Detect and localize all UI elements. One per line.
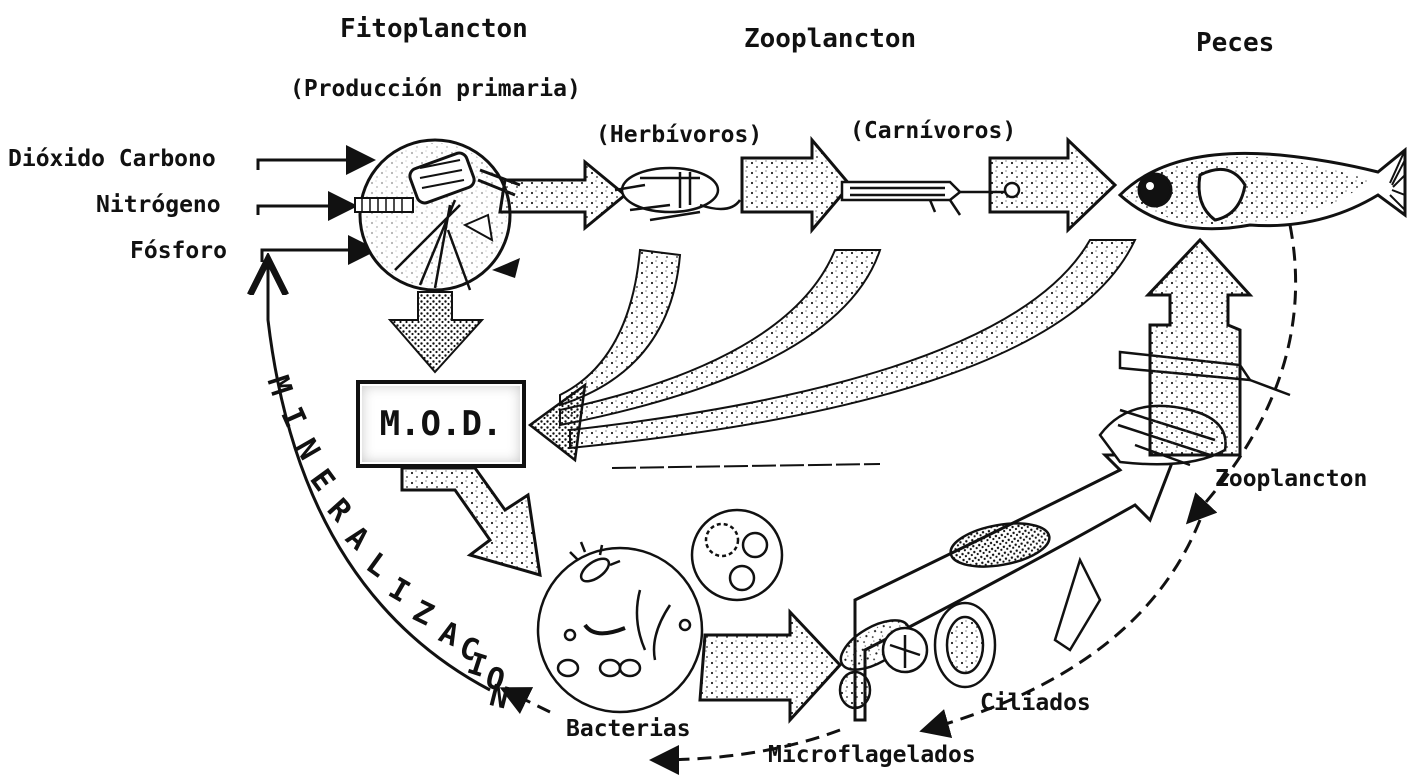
- microbial-zooplankton-label: Zooplancton: [1215, 466, 1367, 492]
- bacteria-return-dashed: [505, 690, 550, 712]
- phosphorus-label: Fósforo: [130, 238, 227, 264]
- zoo-to-fish-arrow: [1148, 240, 1250, 455]
- microflagellates-label: Microflagelados: [768, 742, 976, 768]
- bacteria-to-ciliates-arrow: [700, 612, 840, 720]
- herbivore-zooplankton: [615, 168, 740, 220]
- herbivores-label: (Herbívoros): [596, 122, 762, 148]
- co2-label: Dióxido Carbono: [8, 146, 216, 172]
- phytoplankton-label: Fitoplancton: [340, 14, 528, 44]
- mod-outline-line: [612, 464, 880, 468]
- microbial-upward-arrow: [855, 455, 1175, 720]
- herb-to-carn-arrow: [742, 140, 850, 230]
- fish-label: Peces: [1196, 28, 1274, 58]
- ciliates-label: Ciliados: [980, 690, 1091, 716]
- carnivores-label: (Carnívoros): [850, 118, 1016, 144]
- nitrogen-arrow: [258, 206, 352, 215]
- phytoplankton-circle: [355, 140, 520, 290]
- fish-drawing: [1120, 150, 1405, 229]
- top-chain-arrows: [500, 140, 1115, 230]
- mod-label: M.O.D.: [360, 384, 522, 464]
- mod-to-bacteria-arrow: [402, 468, 540, 575]
- bacteria-label: Bacterias: [566, 716, 691, 742]
- mod-inflow-streams: [560, 240, 1135, 448]
- primary-production-label: (Producción primaria): [290, 76, 581, 102]
- co2-arrow: [258, 160, 370, 170]
- mod-inflow-arrowhead: [530, 385, 585, 460]
- phosphorus-arrow: [262, 250, 372, 262]
- phyto-to-herb-arrow: [500, 162, 625, 228]
- phyto-to-mod-arrow: [390, 292, 482, 372]
- mod-box: M.O.D.: [356, 380, 526, 468]
- nitrogen-label: Nitrógeno: [96, 192, 221, 218]
- zooplankton-label: Zooplancton: [744, 24, 916, 54]
